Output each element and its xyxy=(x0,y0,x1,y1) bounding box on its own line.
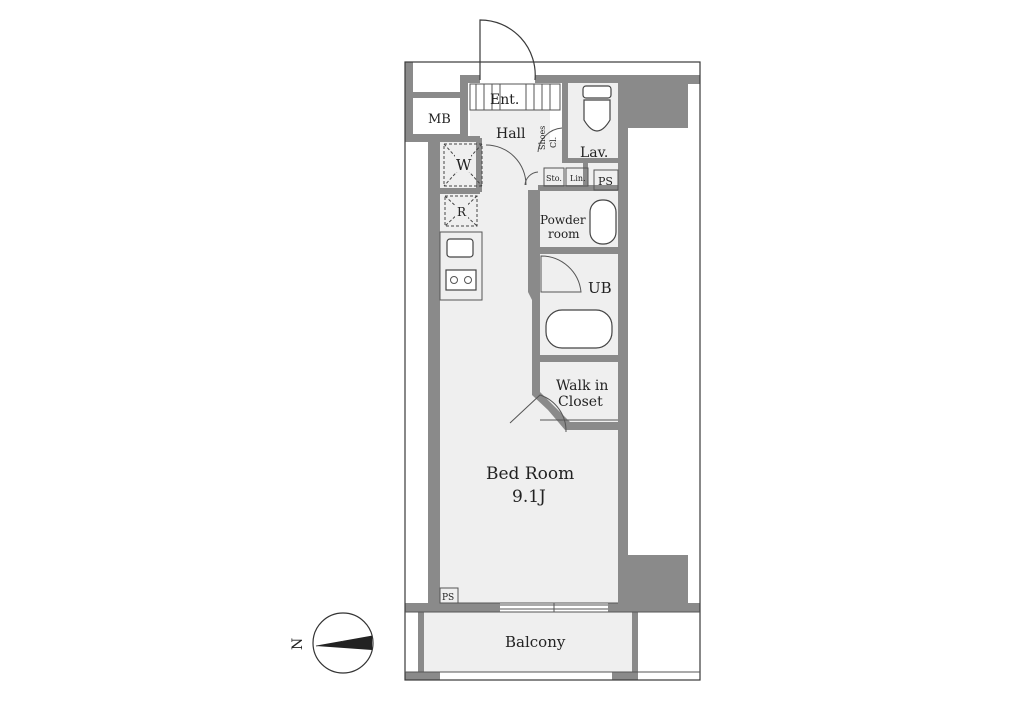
label-unit-bath: UB xyxy=(588,279,612,297)
room-labels: MB Ent. Hall Shoes Cl. Lav. W Sto. Lin. … xyxy=(428,92,613,651)
label-hall: Hall xyxy=(496,126,526,142)
label-powder-room-1: Powder xyxy=(540,213,586,227)
label-shoes-closet-1: Shoes xyxy=(538,126,547,150)
toilet-icon xyxy=(582,85,612,132)
compass: N xyxy=(290,612,374,674)
walls xyxy=(405,62,700,680)
label-ps-bottom: PS xyxy=(442,593,454,603)
refrigerator-icon xyxy=(444,195,478,227)
doors xyxy=(479,19,582,433)
label-shoes-closet-2: Cl. xyxy=(549,137,558,148)
label-walk-in-closet-1: Walk in xyxy=(556,378,608,394)
basin-icon xyxy=(589,199,617,245)
compass-needle-icon xyxy=(316,636,372,650)
ps-box-bottom xyxy=(439,587,459,604)
label-walk-in-closet-2: Closet xyxy=(558,394,603,410)
label-storage: Sto. xyxy=(546,174,562,183)
label-mb: MB xyxy=(428,112,451,127)
ps-box-top xyxy=(593,169,619,191)
label-lavatory: Lav. xyxy=(580,145,608,161)
label-refrigerator: R xyxy=(457,205,467,219)
label-linen: Lin. xyxy=(570,174,586,183)
entrance-step xyxy=(469,83,561,111)
label-powder-room-2: room xyxy=(548,227,580,241)
washer-icon xyxy=(443,143,483,187)
fixtures xyxy=(439,85,619,604)
kitchen-counter xyxy=(439,231,483,301)
label-washer: W xyxy=(456,156,472,174)
label-ps-top: PS xyxy=(598,175,613,188)
label-bed-room-name: Bed Room xyxy=(486,464,574,484)
outlines xyxy=(404,61,701,681)
bathtub-icon xyxy=(545,309,613,349)
label-balcony: Balcony xyxy=(505,633,566,651)
compass-north-label: N xyxy=(290,638,306,650)
label-entrance: Ent. xyxy=(490,92,519,108)
label-bed-room-size: 9.1J xyxy=(512,487,546,507)
